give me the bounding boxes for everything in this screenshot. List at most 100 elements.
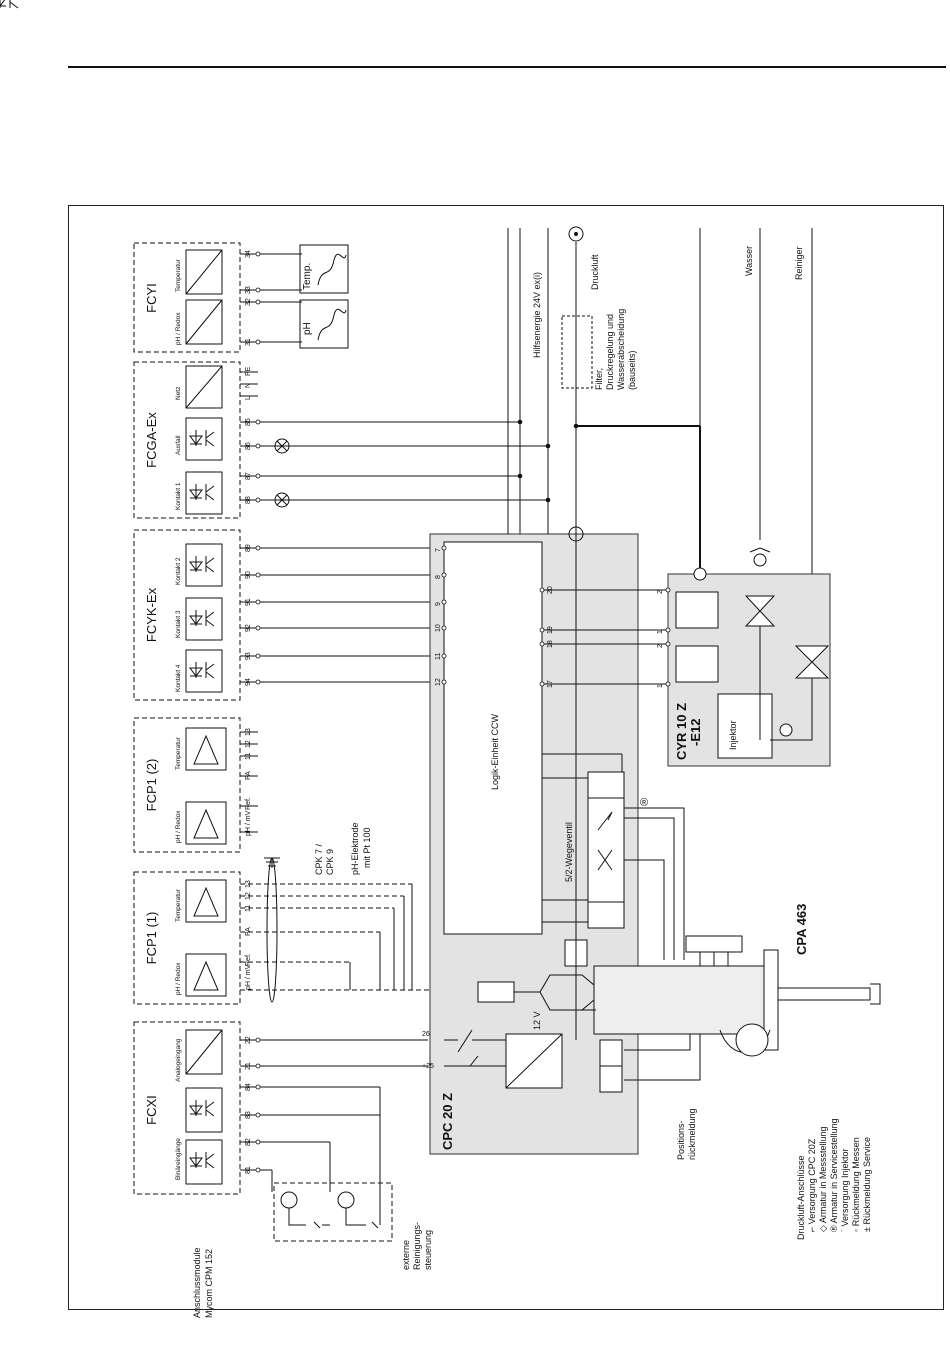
service-mark: ® [640, 797, 648, 809]
term-84: 84 [245, 1083, 252, 1091]
valve-part-a [587, 771, 625, 799]
fcyi-sensors [299, 244, 349, 349]
fcga-opto-fail [185, 417, 223, 461]
air-label: Druckluft [590, 254, 600, 290]
fcp1b-box [133, 717, 241, 853]
fcxi-opto-2 [185, 1087, 223, 1133]
fcga-psu [185, 365, 223, 409]
fcp1a-temp-amp [185, 879, 227, 923]
cleaner-label: Reiniger [794, 246, 804, 280]
mycom-label-1: Anschlussmodule [192, 1247, 202, 1318]
filter-label-4: (bauseits) [627, 350, 637, 390]
filter-label-3: Wasserabscheidung [616, 309, 626, 390]
ph-sensor-box [299, 299, 349, 349]
cpk-label-2: CPK 9 [325, 849, 335, 875]
position-label-2: rückmeldung [687, 1108, 697, 1160]
cyr-logic-term: 20 [547, 586, 554, 594]
term-92: 92 [245, 624, 252, 632]
cable-shield [264, 857, 280, 1003]
fcyi-box [133, 242, 241, 353]
fcp1b-term: 11 [245, 753, 252, 760]
relay-icon [337, 1191, 355, 1209]
legend-title: Druckluft-Anschlüsse [796, 1155, 806, 1240]
fcyi-temp-conv [185, 249, 223, 295]
fcp1b-sub-ph: pH / Redox [175, 810, 182, 843]
module-title-fcp1b: FCP1 (2) [144, 759, 159, 812]
extern-label-3: steuerung [423, 1230, 433, 1270]
mycom-label-2: Mycom CPM 152 [204, 1249, 214, 1318]
term-88: 88 [245, 496, 252, 504]
logic-term: 9 [435, 602, 442, 606]
term-83: 83 [245, 1111, 252, 1119]
fcyk-box [133, 529, 241, 701]
module-title-fcyk: FCYK-Ex [144, 587, 159, 642]
module-title-fcxi: FCXI [144, 1095, 159, 1125]
lamp-icon [274, 438, 290, 454]
fcp1a-box [133, 871, 241, 1005]
cyr-term: 1 [657, 630, 664, 634]
fcxi-analog [185, 1029, 223, 1075]
fcp1a-term: PA [245, 927, 252, 936]
term-34: 34 [245, 250, 252, 258]
fcga-sub-mains: Netz [175, 387, 182, 400]
legend-item: ± Rückmeldung Service [862, 1137, 872, 1232]
valve-body [587, 797, 625, 903]
electrode-label-2: mit Pt 100 [362, 827, 372, 868]
fcp1a-term: 12 [245, 892, 252, 900]
position-label-1: Positions- [676, 1120, 686, 1160]
aux-power-label: Hilfsenergie 24V ex(i) [532, 272, 542, 358]
term-90: 90 [245, 571, 252, 579]
mains-n: N [245, 383, 252, 388]
term-86: 86 [245, 442, 252, 450]
cyr-term: 1 [657, 684, 664, 688]
term-21: 21 [245, 1062, 252, 1070]
term-94: 94 [245, 678, 252, 686]
legend-item: ® Armatur in Servicestellung [829, 1118, 839, 1232]
fcp1b-ph-amp [185, 801, 227, 845]
legend-item: ◇ Armatur in Messstellung [818, 1127, 828, 1232]
diagram-frame [68, 205, 944, 1310]
term-32: 32 [245, 298, 252, 306]
electrode-label-1: pH-Elektrode [350, 822, 360, 875]
opto-glyphs [0, 0, 215, 1169]
logic-term: 10 [435, 624, 442, 632]
filter-box [561, 315, 593, 389]
fcyk-sub-k4: Kontakt 4 [175, 664, 182, 692]
injector-box [717, 693, 773, 759]
terminal-wires [240, 253, 548, 1171]
term-82: 82 [245, 1138, 252, 1146]
extern-label-2: Reinigungs- [412, 1222, 422, 1270]
logic-term: 8 [435, 575, 442, 579]
external-control [271, 1087, 393, 1242]
fcyk-sub-k3: Kontakt 3 [175, 610, 182, 638]
fcyk-opto-4 [185, 649, 223, 693]
module-boxes [133, 242, 241, 1195]
fcyk-sub-k2: Kontakt 2 [175, 557, 182, 585]
air-junction-icon [568, 526, 584, 542]
fcxi-sub-analog: Analogeingang [175, 1038, 182, 1082]
term-93: 93 [245, 652, 252, 660]
module-title-fcyi: FCYI [144, 283, 159, 313]
logic-term: 7 [435, 548, 442, 552]
fcga-opto-1 [185, 471, 223, 515]
header-rule [68, 66, 946, 68]
cyr-valve-driver [675, 591, 719, 629]
logic-term: 12 [435, 678, 442, 686]
cyr-logic-term: 17 [547, 680, 554, 688]
cpa-body [593, 965, 765, 1035]
term-33: 33 [245, 286, 252, 294]
cpc-term-26: 26 [422, 1031, 430, 1038]
fcp1a-term: pH / mV [245, 964, 252, 990]
module-title-fcga: FCGA-Ex [144, 412, 159, 468]
compressed-air-inlet-icon [568, 226, 584, 242]
fcp1b-temp-amp [185, 727, 227, 771]
fcp1b-term: PA [245, 771, 252, 780]
cyr-logic-term: 18 [547, 640, 554, 648]
shield-ellipse [266, 857, 278, 1003]
fcxi-opto-1 [185, 1139, 223, 1185]
cpa-shaft [777, 987, 871, 1001]
term-81: 81 [245, 1166, 252, 1174]
valve-part-b [587, 901, 625, 929]
cpa-assembly [477, 935, 881, 1057]
cpc-term-25: +25 [422, 1063, 434, 1070]
